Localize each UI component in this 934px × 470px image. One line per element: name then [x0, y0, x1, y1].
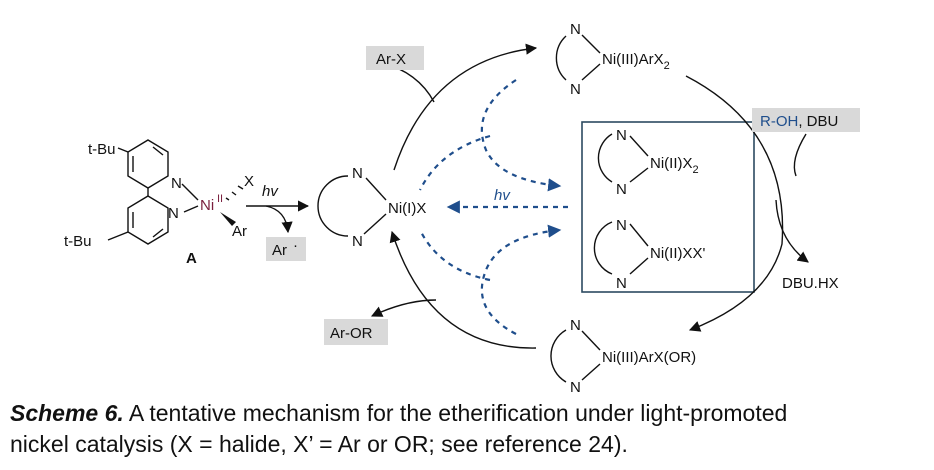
n-ni-bond-bottom [183, 205, 199, 213]
n-top: N [616, 217, 627, 234]
n-ni-bond [629, 257, 649, 275]
n-ni-bond [581, 34, 601, 54]
dashed-arrow-lower-left [480, 224, 562, 335]
tbu-bottom-bond [107, 231, 129, 241]
caption-line-1: Scheme 6. A tentative mechanism for the … [10, 398, 928, 429]
caption-text-1: A tentative mechanism for the etherifica… [123, 400, 788, 426]
ligand-arc [555, 35, 567, 81]
species-ni-ii-xx: N N Ni(II)XX' [593, 217, 706, 292]
arrow-dbu-hx-exit [775, 199, 809, 263]
dbu-hx-label: DBU.HX [782, 275, 839, 292]
n-ni-bond [581, 63, 601, 81]
arrow-ar-or-exit [370, 299, 437, 317]
ligand-arc [597, 133, 613, 183]
r-oh-dbu-box [752, 108, 860, 132]
arrow-r-oh-entry [793, 133, 807, 177]
ar-x-label: Ar-X [376, 51, 406, 68]
n-top: N [570, 21, 581, 38]
ni-ar-wedge [220, 212, 236, 226]
ar-x-box [366, 46, 424, 70]
tbu-top-label: t-Bu [88, 141, 116, 158]
ligand-arc [593, 221, 613, 275]
ni-iii-or-label: Ni(III)ArX(OR) [602, 349, 696, 366]
ligand-arc [550, 329, 567, 383]
pyridine-ring-top [127, 139, 169, 189]
dashed-arrow-lower-inner [419, 229, 491, 282]
complex-a-x: X [244, 173, 254, 190]
n-bottom: N [352, 233, 363, 250]
ar-radical-box [266, 237, 306, 261]
activation-step: hv Ar · [246, 183, 310, 261]
tbu-bottom-label: t-Bu [64, 233, 92, 250]
caption-line-2: nickel catalysis (X = halide, X’ = Ar or… [10, 431, 628, 457]
ar-radical-label: Ar [272, 242, 287, 259]
species-ni-i: N N Ni(I)X [317, 165, 426, 250]
arrow-oxidative-addition [393, 43, 538, 171]
complex-a: t-Bu t-Bu N N Ni II X Ar A [64, 139, 254, 267]
complex-a-label: A [186, 250, 197, 267]
species-ni-ii-x2: N N Ni(II)X2 [597, 127, 699, 198]
n-ni-bond [363, 213, 387, 235]
n-ni-bond [581, 330, 601, 351]
scheme-caption: Scheme 6. A tentative mechanism for the … [10, 398, 928, 460]
n-ni-bond [581, 363, 601, 381]
n-bottom: N [616, 181, 627, 198]
hv-label-left: hv [262, 183, 279, 200]
n-ni-bond [365, 177, 387, 201]
caption-title: Scheme 6. [10, 400, 124, 426]
species-ni-iii-x2: N N Ni(III)ArX2 [555, 21, 670, 98]
radical-dot: · [293, 237, 298, 254]
ar-or-box [324, 319, 388, 345]
hv-label-center: hv [494, 187, 511, 204]
ni-i-label: Ni(I)X [388, 200, 426, 217]
n-ni-bond [629, 167, 649, 183]
ni-ii-x2-label: Ni(II)X2 [650, 155, 699, 176]
n-ni-bond [629, 223, 649, 247]
n-top: N [352, 165, 363, 182]
bipy-n-bottom: N [168, 205, 179, 222]
n-bottom: N [570, 81, 581, 98]
n-ni-bond-top [181, 183, 199, 201]
r-oh-dbu-label: R-OH, DBU [760, 113, 838, 130]
complex-a-ar: Ar [232, 223, 247, 240]
dashed-arrow-upper-left [480, 79, 562, 192]
arrow-reductive-elimination [389, 230, 537, 349]
n-ni-bond [629, 135, 649, 157]
ni-ii-xx-label: Ni(II)XX' [650, 245, 706, 262]
n-top: N [616, 127, 627, 144]
complex-a-ni-oxidation: II [217, 193, 223, 205]
ar-radical-arrow [265, 205, 293, 234]
dashed-arrow-upper-inner [419, 134, 491, 191]
ni-ii-species-box [581, 121, 755, 293]
ni-x-hash [225, 185, 244, 201]
bipy-n-top: N [171, 175, 182, 192]
ligand-arc [317, 175, 349, 237]
ni-iii-x2-label: Ni(III)ArX2 [602, 51, 670, 72]
tbu-top-bond [117, 147, 129, 153]
n-bottom: N [570, 379, 581, 396]
arrow-ligand-exchange [685, 75, 784, 332]
pyridine-ring-bottom [127, 195, 169, 245]
complex-a-ni: Ni [200, 197, 214, 214]
n-top: N [570, 317, 581, 334]
ar-or-label: Ar-OR [330, 325, 373, 342]
species-ni-iii-or: N N Ni(III)ArX(OR) [550, 317, 696, 396]
n-bottom: N [616, 275, 627, 292]
